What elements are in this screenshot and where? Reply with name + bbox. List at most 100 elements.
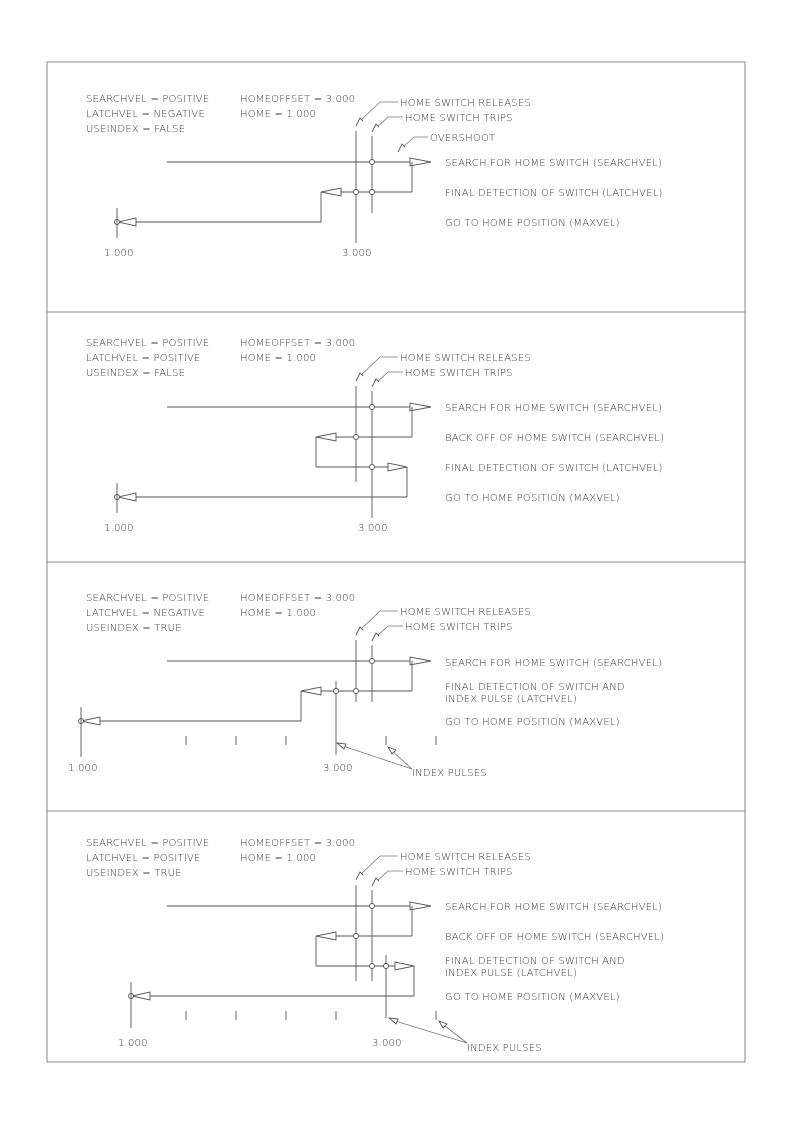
move-label: SEARCH FOR HOME SWITCH (SEARCHVEL)	[445, 658, 662, 669]
switch-trip-point	[369, 189, 375, 195]
index-leader-line	[440, 1022, 468, 1044]
home-move-line	[136, 192, 322, 223]
panel-4: SEARCHVEL = POSITIVE LATCHVEL = POSITIVE…	[86, 838, 664, 1054]
callout-switch-trips: HOME SWITCH TRIPS	[405, 113, 513, 124]
latch-move-arrow	[300, 686, 322, 696]
callout-switch-releases: HOME SWITCH RELEASES	[400, 353, 531, 364]
param-homeoffset: HOMEOFFSET = 3.000	[240, 338, 355, 349]
index-leader-line	[339, 744, 413, 770]
index-leader-arrowhead	[386, 746, 397, 755]
leader-arrowhead	[355, 372, 364, 382]
axis-label-home: 1.000	[118, 1038, 148, 1049]
panel-1: SEARCHVEL = POSITIVE LATCHVEL = NEGATIVE…	[86, 94, 663, 259]
home-move-arrow	[131, 991, 151, 1001]
home-move-arrow	[117, 217, 137, 227]
move-label: GO TO HOME POSITION (MAXVEL)	[445, 992, 620, 1003]
index-pulses-label: INDEX PULSES	[412, 768, 487, 779]
switch-release-point	[353, 189, 359, 195]
search-move-arrow	[409, 656, 432, 666]
param-useindex: USEINDEX = TRUE	[86, 868, 182, 879]
index-leader-arrowhead	[387, 1017, 399, 1025]
switch-trip-point	[369, 159, 375, 165]
search-move-arrow	[409, 157, 432, 167]
backoff-move-arrow	[315, 931, 337, 941]
param-homeoffset: HOMEOFFSET = 3.000	[240, 593, 355, 604]
switch-release-point	[353, 933, 359, 939]
leader-line	[375, 116, 403, 129]
callout-switch-trips: HOME SWITCH TRIPS	[405, 622, 513, 633]
leader-arrowhead	[355, 871, 364, 881]
callout-switch-releases: HOME SWITCH RELEASES	[400, 607, 531, 618]
move-label: BACK OFF OF HOME SWITCH (SEARCHVEL)	[445, 932, 664, 943]
param-latchvel: LATCHVEL = NEGATIVE	[86, 109, 205, 120]
home-move-arrow	[117, 492, 137, 502]
axis-label-offset: 3.000	[358, 523, 388, 534]
leader-line	[359, 356, 398, 377]
leader-line	[375, 371, 403, 384]
param-homeoffset: HOMEOFFSET = 3.000	[240, 94, 355, 105]
move-label: FINAL DETECTION OF SWITCH (LATCHVEL)	[445, 188, 663, 199]
move-label: BACK OFF OF HOME SWITCH (SEARCHVEL)	[445, 433, 664, 444]
move-label: SEARCH FOR HOME SWITCH (SEARCHVEL)	[445, 902, 662, 913]
leader-line	[375, 870, 403, 883]
param-searchvel: SEARCHVEL = POSITIVE	[86, 593, 209, 604]
move-label: GO TO HOME POSITION (MAXVEL)	[445, 717, 620, 728]
param-searchvel: SEARCHVEL = POSITIVE	[86, 338, 209, 349]
param-home: HOME = 1.000	[240, 353, 316, 364]
callout-switch-trips: HOME SWITCH TRIPS	[405, 867, 513, 878]
backoff-move-arrow	[315, 432, 337, 442]
index-pulse-point	[333, 688, 339, 694]
callout-switch-releases: HOME SWITCH RELEASES	[400, 98, 531, 109]
leader-arrowhead	[371, 632, 380, 642]
switch-release-point	[353, 434, 359, 440]
home-move-line	[100, 691, 302, 722]
param-home: HOME = 1.000	[240, 109, 316, 120]
param-home: HOME = 1.000	[240, 853, 316, 864]
axis-label-offset: 3.000	[342, 248, 372, 259]
move-label: SEARCH FOR HOME SWITCH (SEARCHVEL)	[445, 403, 662, 414]
axis-label-offset: 3.000	[323, 763, 353, 774]
switch-trip-point	[369, 658, 375, 664]
home-move-arrow	[80, 716, 101, 726]
leader-arrowhead	[371, 123, 380, 133]
param-useindex: USEINDEX = TRUE	[86, 623, 182, 634]
index-leader-line	[391, 1019, 468, 1044]
callout-switch-releases: HOME SWITCH RELEASES	[400, 852, 531, 863]
move-label: FINAL DETECTION OF SWITCH AND	[445, 956, 625, 967]
move-label: SEARCH FOR HOME SWITCH (SEARCHVEL)	[445, 158, 662, 169]
param-home: HOME = 1.000	[240, 608, 316, 619]
panel-2: SEARCHVEL = POSITIVE LATCHVEL = POSITIVE…	[86, 338, 664, 534]
axis-label-home: 1.000	[68, 763, 98, 774]
switch-trip-point	[369, 404, 375, 410]
leader-arrowhead	[371, 877, 380, 887]
axis-label-offset: 3.000	[372, 1038, 402, 1049]
param-searchvel: SEARCHVEL = POSITIVE	[86, 94, 209, 105]
latch-move-arrow	[320, 187, 342, 197]
param-latchvel: LATCHVEL = POSITIVE	[86, 353, 201, 364]
leader-arrowhead	[397, 143, 406, 153]
panel-3: SEARCHVEL = POSITIVE LATCHVEL = NEGATIVE…	[68, 593, 662, 779]
switch-trip-point	[369, 963, 375, 969]
latch-move-arrow	[394, 961, 415, 971]
index-pulses-label: INDEX PULSES	[467, 1043, 542, 1054]
latch-move-arrow	[387, 462, 408, 472]
param-useindex: USEINDEX = FALSE	[86, 124, 185, 135]
search-move-arrow	[409, 402, 432, 412]
search-move-arrow	[409, 901, 432, 911]
leader-line	[359, 610, 398, 631]
switch-release-point	[353, 688, 359, 694]
leader-line	[375, 625, 403, 638]
leader-line	[359, 101, 398, 122]
move-label: INDEX PULSE (LATCHVEL)	[445, 694, 577, 705]
param-searchvel: SEARCHVEL = POSITIVE	[86, 838, 209, 849]
leader-line	[401, 136, 428, 149]
param-homeoffset: HOMEOFFSET = 3.000	[240, 838, 355, 849]
callout-overshoot: OVERSHOOT	[430, 133, 495, 144]
leader-arrowhead	[355, 626, 364, 636]
index-leader-arrowhead	[437, 1020, 448, 1029]
axis-label-home: 1.000	[104, 248, 134, 259]
move-label: INDEX PULSE (LATCHVEL)	[445, 968, 577, 979]
index-leader-arrowhead	[335, 742, 347, 750]
param-useindex: USEINDEX = FALSE	[86, 368, 185, 379]
